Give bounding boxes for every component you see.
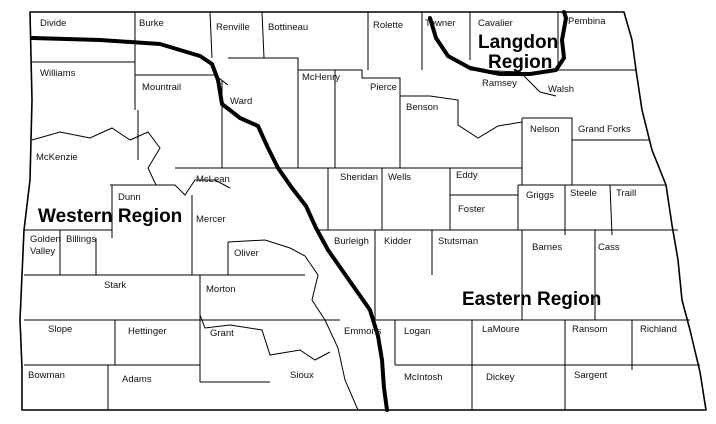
county-richland: Richland [640, 324, 677, 335]
county-walsh: Walsh [548, 84, 574, 95]
county-burke: Burke [139, 18, 164, 29]
county-williams: Williams [40, 68, 76, 79]
county-billings: Billings [66, 234, 96, 245]
county-mcintosh: McIntosh [404, 372, 443, 383]
region-boundaries [30, 10, 568, 412]
langdon-region-label-line1: Langdon [478, 32, 558, 53]
county-barnes: Barnes [532, 242, 562, 253]
county-mercer: Mercer [196, 214, 226, 225]
county-golden-valley-line1: Golden [30, 234, 61, 245]
county-divide: Divide [40, 18, 66, 29]
eastern-region-label: Eastern Region [462, 289, 601, 310]
region-labels: Western Region Langdon Region Eastern Re… [38, 32, 601, 310]
county-towner: Towner [425, 18, 456, 29]
county-slope: Slope [48, 324, 72, 335]
western-eastern-boundary-line [30, 36, 389, 412]
county-burleigh: Burleigh [334, 236, 369, 247]
county-sioux: Sioux [290, 370, 314, 381]
county-morton: Morton [206, 284, 236, 295]
county-grand-forks: Grand Forks [578, 124, 631, 135]
county-lamoure: LaMoure [482, 324, 520, 335]
county-mclean: McLean [196, 174, 230, 185]
county-renville: Renville [216, 22, 250, 33]
county-bottineau: Bottineau [268, 22, 308, 33]
county-emmons: Emmons [344, 326, 382, 337]
county-ransom: Ransom [572, 324, 607, 335]
county-mountrail: Mountrail [142, 82, 181, 93]
county-traill: Traill [616, 188, 636, 199]
county-oliver: Oliver [234, 248, 259, 259]
county-labels: Divide Burke Renville Bottineau Rolette … [28, 16, 677, 385]
langdon-boundary-line [428, 10, 568, 76]
county-eddy: Eddy [456, 170, 478, 181]
county-stark: Stark [104, 280, 126, 291]
county-kidder: Kidder [384, 236, 411, 247]
county-golden-valley-line2: Valley [30, 246, 55, 257]
county-hettinger: Hettinger [128, 326, 167, 337]
county-logan: Logan [404, 326, 430, 337]
county-ramsey: Ramsey [482, 78, 517, 89]
county-benson: Benson [406, 102, 438, 113]
county-dunn: Dunn [118, 192, 141, 203]
county-adams: Adams [122, 374, 152, 385]
county-wells: Wells [388, 172, 411, 183]
county-cass: Cass [598, 242, 620, 253]
county-bowman: Bowman [28, 370, 65, 381]
county-griggs: Griggs [526, 190, 554, 201]
state-outline [19, 11, 707, 411]
county-nelson: Nelson [530, 124, 560, 135]
county-sargent: Sargent [574, 370, 608, 381]
county-steele: Steele [570, 188, 597, 199]
county-cavalier: Cavalier [478, 18, 513, 29]
county-sheridan: Sheridan [340, 172, 378, 183]
county-foster: Foster [458, 204, 485, 215]
county-mckenzie: McKenzie [36, 152, 78, 163]
county-rolette: Rolette [373, 20, 403, 31]
county-pierce: Pierce [370, 82, 397, 93]
western-region-label: Western Region [38, 206, 182, 227]
county-dickey: Dickey [486, 372, 515, 383]
county-grant: Grant [210, 328, 234, 339]
county-stutsman: Stutsman [438, 236, 478, 247]
county-pembina: Pembina [568, 16, 606, 27]
county-ward: Ward [230, 96, 252, 107]
county-mchenry: McHenry [302, 72, 340, 83]
langdon-region-label-line2: Region [488, 52, 552, 73]
